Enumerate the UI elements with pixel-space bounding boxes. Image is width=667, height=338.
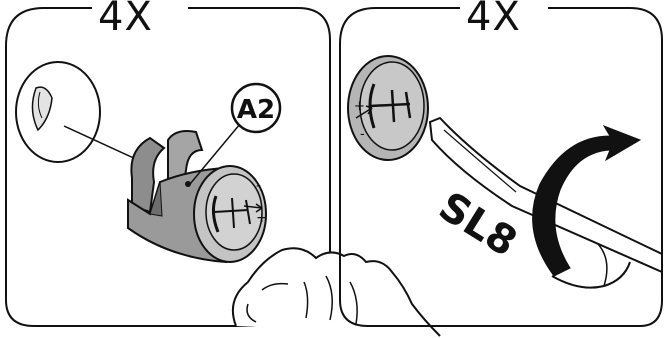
cam-hole bbox=[16, 62, 100, 162]
minus-sign-right: - bbox=[360, 127, 365, 142]
cam-lock-fitting: - + bbox=[128, 131, 268, 262]
left-panel: 4X - + A2 bbox=[6, 0, 440, 336]
part-label: A2 bbox=[237, 95, 275, 125]
plus-sign-left: + bbox=[256, 210, 268, 226]
rotation-arrow-icon bbox=[533, 126, 640, 288]
hand-illustration bbox=[233, 248, 440, 336]
plus-sign-right: + bbox=[354, 99, 365, 114]
minus-sign-left: - bbox=[256, 178, 261, 194]
cam-face: + - bbox=[348, 56, 428, 160]
right-quantity-label: 4X bbox=[466, 0, 521, 40]
left-quantity-label: 4X bbox=[98, 0, 153, 40]
